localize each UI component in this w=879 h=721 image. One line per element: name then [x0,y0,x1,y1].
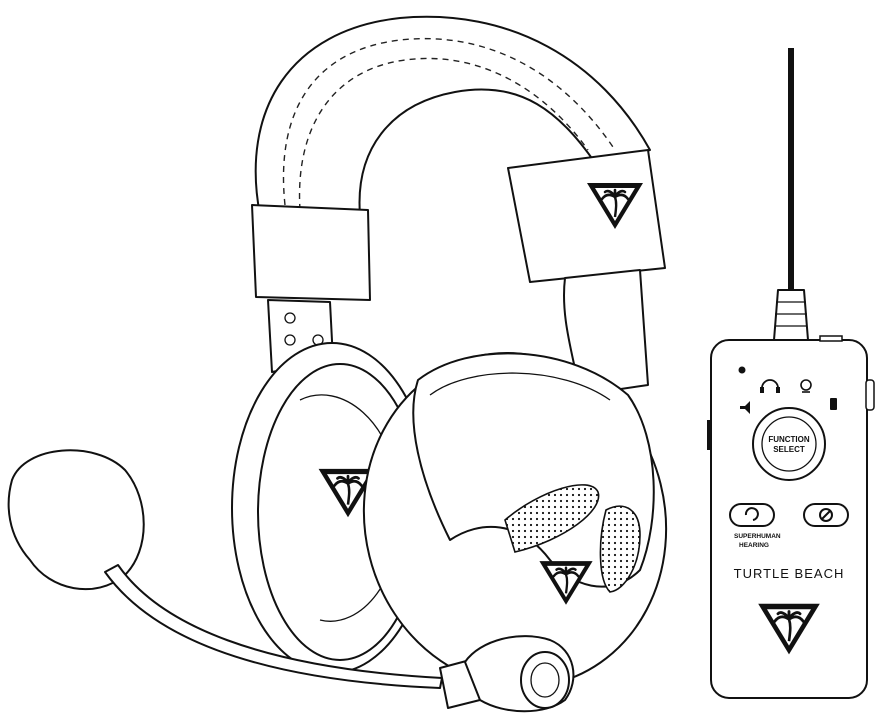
superhuman-label: SUPERHUMAN [734,533,781,540]
function-select-button[interactable]: FUNCTION SELECT [752,407,826,481]
controller-cable [773,48,809,341]
mic-icon [800,379,812,393]
power-indicator-icon [738,366,746,374]
left-slider [251,204,371,373]
headphones-icon [760,379,780,393]
mic-mute-button[interactable] [803,503,849,527]
headset-headband [254,15,651,216]
brand-text: TURTLE BEACH [734,566,845,581]
speaker-icon [740,401,750,414]
function-select-label: FUNCTION [768,435,810,444]
amplifier-controller: FUNCTION SELECT SUPERHUMAN HEARING TURTL… [707,335,875,699]
phone-icon [830,398,837,410]
right-earcup [362,352,668,688]
hearing-label: HEARING [739,542,769,549]
microphone-boom [7,449,575,713]
superhuman-hearing-button[interactable] [729,503,775,527]
right-slider [507,149,666,396]
function-select-label-2: SELECT [773,445,805,454]
